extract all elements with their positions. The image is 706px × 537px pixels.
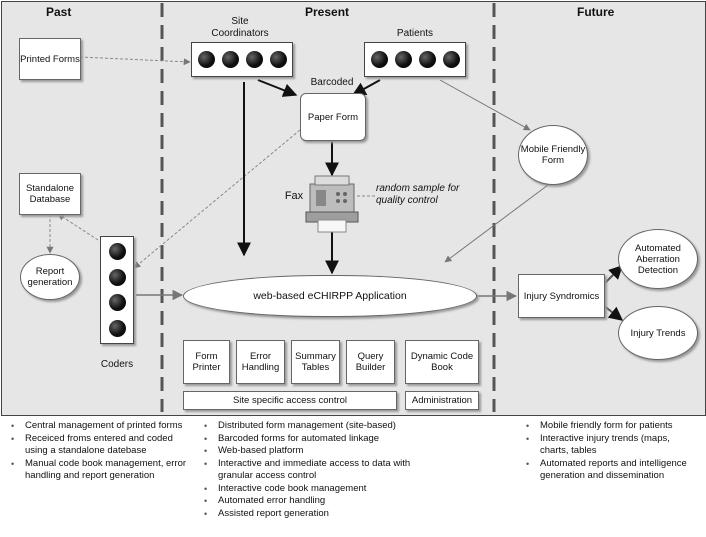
query-builder-module: Query Builder bbox=[346, 340, 395, 384]
aberration-detection-node: Automated Aberration Detection bbox=[618, 229, 698, 289]
past-note-item: Central management of printed forms bbox=[11, 420, 187, 433]
section-header-past: Past bbox=[46, 5, 72, 19]
coder-icon bbox=[108, 294, 126, 312]
arrow-mobile-to-app bbox=[444, 184, 549, 263]
injury-trends-node: Injury Trends bbox=[618, 306, 698, 360]
section-header-future: Future bbox=[577, 5, 615, 19]
paper-form-box: Paper Form bbox=[300, 93, 366, 141]
coder-icon bbox=[108, 319, 126, 337]
mobile-friendly-form-node: Mobile Friendly Form bbox=[518, 125, 588, 185]
site-coordinators-dot-bar bbox=[191, 42, 293, 77]
random-sample-note: random sample for quality control bbox=[376, 183, 460, 206]
arrow-printed-to-coordinators bbox=[79, 56, 191, 66]
patient-icon bbox=[442, 51, 460, 68]
coordinator-icon bbox=[269, 51, 287, 68]
past-note-item: Manual code book management, error handl… bbox=[11, 458, 187, 483]
section-header-present: Present bbox=[305, 5, 350, 19]
printed-forms-box: Printed Forms bbox=[19, 38, 81, 80]
arrow-coordinators-to-paper bbox=[257, 79, 298, 97]
coordinator-icon bbox=[197, 51, 215, 68]
barcoded-label: Barcoded bbox=[310, 77, 354, 88]
site-access-control-bar: Site specific access control bbox=[183, 391, 397, 410]
injury-syndromics-box: Injury Syndromics bbox=[518, 274, 605, 318]
arrow-patients-to-paper bbox=[351, 79, 381, 96]
arrow-paper-to-coders bbox=[133, 129, 301, 269]
present-note-item: Distributed form management (site-based) bbox=[204, 420, 445, 433]
patient-icon bbox=[370, 51, 388, 68]
present-notes: Distributed form management (site-based)… bbox=[200, 420, 445, 520]
echirpp-application: web-based eCHIRPP Application bbox=[183, 275, 477, 317]
past-note-item: Receiced froms entered and coded using a… bbox=[11, 433, 187, 458]
future-notes: Mobile friendly form for patientsInterac… bbox=[522, 420, 700, 483]
future-note-item: Interactive injury trends (maps, charts,… bbox=[526, 433, 700, 458]
present-note-item: Web-based platform bbox=[204, 445, 445, 458]
administration-bar: Administration bbox=[405, 391, 479, 410]
patients-label: Patients bbox=[396, 28, 434, 39]
arrow-patients-to-mobile bbox=[439, 79, 531, 131]
future-note-item: Mobile friendly form for patients bbox=[526, 420, 700, 433]
coders-dot-bar bbox=[100, 236, 134, 344]
coder-icon bbox=[108, 268, 126, 286]
patient-icon bbox=[418, 51, 436, 68]
site-coordinators-label: Site Coordinators bbox=[211, 16, 269, 39]
summary-tables-module: Summary Tables bbox=[291, 340, 340, 384]
coders-label: Coders bbox=[100, 359, 134, 370]
present-note-item: Automated error handling bbox=[204, 495, 445, 508]
report-generation-node: Report generation bbox=[20, 254, 80, 300]
arrow-syndromics-to-trends bbox=[602, 304, 624, 321]
error-handling-module: Error Handling bbox=[236, 340, 285, 384]
arrow-coders-to-database bbox=[57, 213, 99, 241]
fax-label: Fax bbox=[284, 190, 304, 202]
present-note-item: Interactive code book management bbox=[204, 483, 445, 496]
present-note-item: Assisted report generation bbox=[204, 508, 445, 521]
coordinator-icon bbox=[245, 51, 263, 68]
standalone-database-box: Standalone Database bbox=[19, 173, 81, 215]
coordinator-icon bbox=[221, 51, 239, 68]
coder-icon bbox=[108, 243, 126, 261]
future-note-item: Automated reports and intelligence gener… bbox=[526, 458, 700, 483]
form-printer-module: Form Printer bbox=[183, 340, 230, 384]
patient-icon bbox=[394, 51, 412, 68]
dynamic-code-book-module: Dynamic Code Book bbox=[405, 340, 479, 384]
patients-dot-bar bbox=[364, 42, 466, 77]
present-note-item: Interactive and immediate access to data… bbox=[204, 458, 445, 483]
fax-machine-icon bbox=[305, 175, 359, 233]
past-notes: Central management of printed formsRecei… bbox=[7, 420, 187, 483]
present-note-item: Barcoded forms for automated linkage bbox=[204, 433, 445, 446]
